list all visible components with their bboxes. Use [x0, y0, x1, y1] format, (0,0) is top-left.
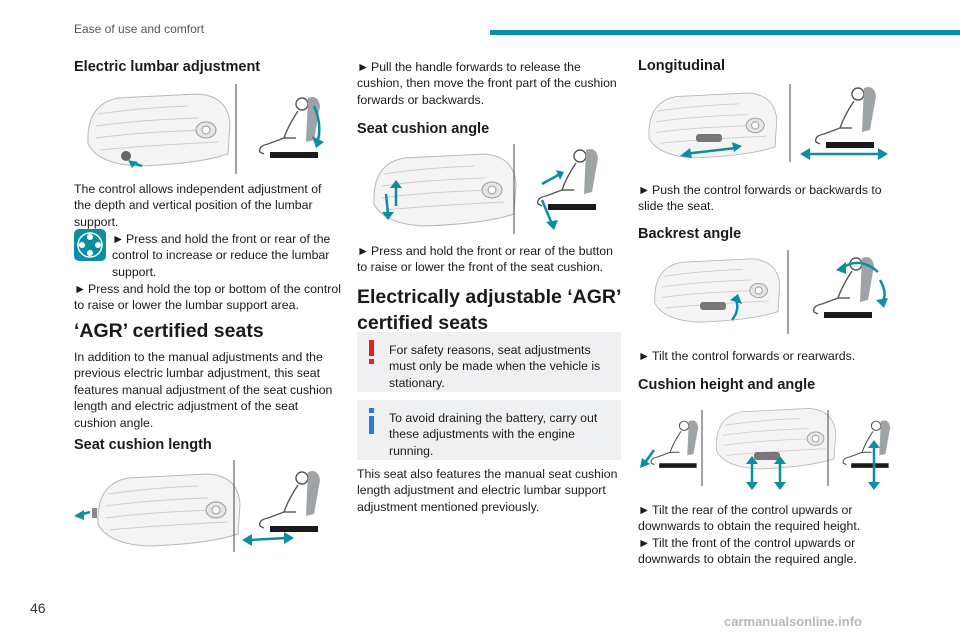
bullet-icon: ► [638, 349, 651, 363]
cushion-angle-illustration [373, 144, 599, 234]
cushion-length-bullet: ►Pull the handle forwards to release the… [357, 60, 617, 107]
bullet-icon: ► [638, 183, 651, 197]
lumbar-bullet-1: ►Press and hold the front or rear of the… [112, 232, 331, 279]
bullet-icon: ► [74, 282, 87, 296]
longitudinal-bullet: ►Push the control forwards or backwards … [638, 183, 882, 214]
bullet-icon: ► [357, 60, 370, 74]
cushion-height-bullet-2: ►Tilt the front of the control upwards o… [638, 536, 857, 567]
agr-paragraph: In addition to the manual adjustments an… [74, 350, 333, 430]
cushion-angle-bullet: ►Press and hold the front or rear of the… [357, 244, 613, 275]
lumbar-bullet-2: ►Press and hold the top or bottom of the… [74, 282, 341, 313]
cushion-length-heading: Seat cushion length [74, 437, 212, 453]
header-accent-bar [490, 30, 960, 35]
longitudinal-heading: Longitudinal [638, 58, 725, 74]
backrest-illustration [654, 250, 888, 334]
warning-text: For safety reasons, seat adjustments mus… [389, 343, 601, 390]
four-way-control-icon [74, 229, 106, 261]
bullet-icon: ► [357, 244, 370, 258]
electric-agr-heading: Electrically adjustable ‘AGR’ certified … [357, 286, 622, 334]
page-number: 46 [30, 600, 46, 616]
warning-notice: For safety reasons, seat adjustments mus… [357, 332, 621, 392]
bullet-icon: ► [112, 232, 125, 246]
exclamation-icon [369, 340, 374, 364]
cushion-height-heading: Cushion height and angle [638, 377, 816, 393]
agr-heading: ‘AGR’ certified seats [74, 320, 264, 342]
cushion-height-bullet-1: ►Tilt the rear of the control upwards or… [638, 503, 861, 534]
bullet-icon: ► [638, 503, 651, 517]
lumbar-control-knob [121, 151, 131, 161]
section-header: Ease of use and comfort [74, 22, 205, 36]
cushion-height-illustration [640, 407, 891, 490]
backrest-heading: Backrest angle [638, 226, 742, 242]
lumbar-heading: Electric lumbar adjustment [74, 59, 261, 75]
also-features-paragraph: This seat also features the manual seat … [357, 467, 618, 514]
cushion-angle-heading: Seat cushion angle [357, 121, 490, 137]
lumbar-illustration [87, 84, 324, 174]
watermark: carmanualsonline.info [724, 614, 862, 629]
backrest-bullet: ►Tilt the control forwards or rearwards. [638, 349, 856, 363]
info-icon [369, 408, 374, 434]
info-text: To avoid draining the battery, carry out… [389, 411, 598, 458]
info-notice: To avoid draining the battery, carry out… [357, 400, 621, 460]
lumbar-paragraph: The control allows independent adjustmen… [74, 182, 322, 229]
cushion-length-illustration [74, 460, 321, 552]
longitudinal-illustration [648, 84, 888, 162]
bullet-icon: ► [638, 536, 651, 550]
